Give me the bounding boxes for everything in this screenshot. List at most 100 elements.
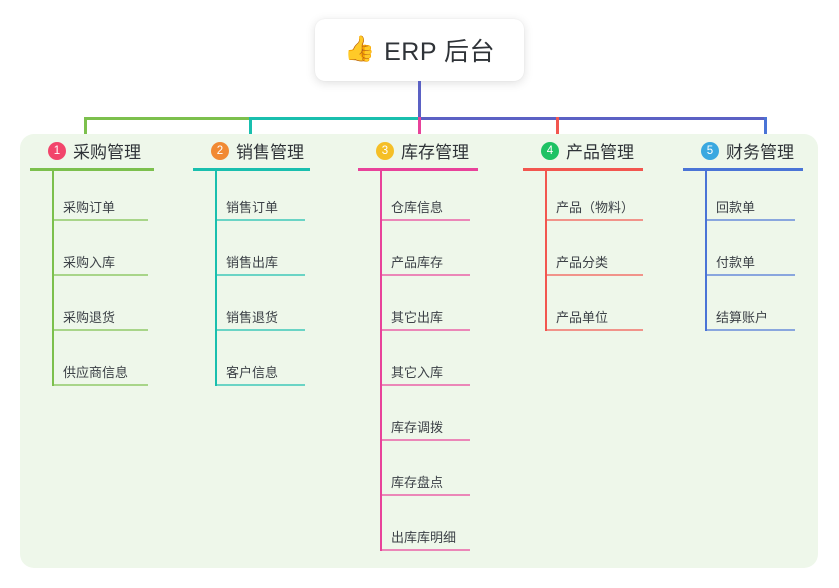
- branch-item-label: 产品库存: [391, 255, 444, 270]
- branch-column-4: 4 产品管理产品（物料） 产品分类产品单位: [523, 134, 673, 335]
- branch-item[interactable]: 回款单: [683, 170, 818, 225]
- branch-title: 产品管理: [566, 143, 634, 162]
- branch-spine: [545, 170, 547, 331]
- branch-item-underline: [380, 494, 470, 496]
- branch-spine: [380, 170, 382, 551]
- branch-item[interactable]: 结算账户: [683, 280, 818, 335]
- branch-item[interactable]: 供应商信息: [30, 335, 180, 390]
- branch-item-underline: [215, 274, 305, 276]
- branch-items: 销售订单销售出库销售退货客户信息: [193, 170, 343, 390]
- branch-header-4[interactable]: 4 产品管理: [523, 134, 673, 167]
- branch-item[interactable]: 出库库明细: [358, 500, 508, 555]
- branch-item[interactable]: 销售订单: [193, 170, 343, 225]
- drop-connector-2: [249, 117, 252, 141]
- branch-item-underline: [705, 219, 795, 221]
- branch-title: 财务管理: [726, 143, 794, 162]
- branch-item-underline: [52, 274, 148, 276]
- branch-header-3[interactable]: 3 库存管理: [358, 134, 508, 167]
- branch-item-underline: [380, 384, 470, 386]
- branch-underline: [523, 168, 643, 171]
- branch-item-underline: [215, 219, 305, 221]
- branch-title: 库存管理: [401, 143, 469, 162]
- branch-item-underline: [545, 329, 643, 331]
- root-node[interactable]: 👍 ERP 后台: [315, 19, 524, 81]
- branch-column-3: 3 库存管理仓库信息产品库存其它出库其它入库库存调拨库存盘点出库库明细: [358, 134, 508, 555]
- branch-spine: [215, 170, 217, 386]
- branch-title: 销售管理: [236, 143, 304, 162]
- branch-item-label: 回款单: [716, 200, 756, 215]
- branch-item-underline: [380, 549, 470, 551]
- branch-item[interactable]: 采购入库: [30, 225, 180, 280]
- branch-item-underline: [705, 329, 795, 331]
- branch-item[interactable]: 仓库信息: [358, 170, 508, 225]
- branch-item-underline: [52, 384, 148, 386]
- branch-item[interactable]: 付款单: [683, 225, 818, 280]
- branch-number-badge: 4: [541, 141, 559, 160]
- branch-item[interactable]: 采购订单: [30, 170, 180, 225]
- branch-underline: [358, 168, 478, 171]
- branch-item-underline: [52, 329, 148, 331]
- branch-items: 仓库信息产品库存其它出库其它入库库存调拨库存盘点出库库明细: [358, 170, 508, 555]
- branch-item-label: 产品（物料）: [556, 200, 635, 215]
- branch-item[interactable]: 其它出库: [358, 280, 508, 335]
- branch-item[interactable]: 库存调拨: [358, 390, 508, 445]
- branch-header-5[interactable]: 5 财务管理: [683, 134, 818, 167]
- branch-item-label: 仓库信息: [391, 200, 444, 215]
- branch-item-underline: [545, 274, 643, 276]
- branch-item-underline: [52, 219, 148, 221]
- branch-item-label: 销售订单: [226, 200, 279, 215]
- branch-spine: [52, 170, 54, 386]
- branch-item-label: 客户信息: [226, 365, 279, 380]
- branch-header-2[interactable]: 2 销售管理: [193, 134, 343, 167]
- branch-item[interactable]: 客户信息: [193, 335, 343, 390]
- branch-item-label: 销售出库: [226, 255, 279, 270]
- branch-item-label: 其它出库: [391, 310, 444, 325]
- branch-number-badge: 2: [211, 141, 229, 160]
- branch-underline: [683, 168, 803, 171]
- branch-item[interactable]: 销售出库: [193, 225, 343, 280]
- branch-item-label: 结算账户: [716, 310, 769, 325]
- branch-items: 产品（物料） 产品分类产品单位: [523, 170, 673, 335]
- branch-item-underline: [215, 329, 305, 331]
- branch-number-badge: 1: [48, 141, 66, 160]
- branch-items: 采购订单采购入库采购退货供应商信息: [30, 170, 180, 390]
- branch-item[interactable]: 产品（物料）: [523, 170, 673, 225]
- branch-number-badge: 5: [701, 141, 719, 160]
- branch-item[interactable]: 销售退货: [193, 280, 343, 335]
- branch-item-underline: [380, 274, 470, 276]
- branch-item[interactable]: 产品分类: [523, 225, 673, 280]
- bus-segment-3: [418, 117, 766, 120]
- branch-item-underline: [380, 219, 470, 221]
- branch-item-label: 付款单: [716, 255, 756, 270]
- branch-item-label: 采购入库: [63, 255, 116, 270]
- root-title: ERP 后台: [384, 38, 496, 66]
- branch-item[interactable]: 产品库存: [358, 225, 508, 280]
- branch-column-2: 2 销售管理销售订单销售出库销售退货客户信息: [193, 134, 343, 390]
- drop-connector-4: [556, 117, 559, 141]
- branch-item-label: 采购订单: [63, 200, 116, 215]
- thumbs-up-icon: 👍: [343, 34, 376, 63]
- branch-item[interactable]: 采购退货: [30, 280, 180, 335]
- branch-item[interactable]: 其它入库: [358, 335, 508, 390]
- branch-number-badge: 3: [376, 141, 394, 160]
- branch-item-underline: [545, 219, 643, 221]
- bus-segment-2: [249, 117, 419, 120]
- bus-segment-1: [84, 117, 250, 120]
- branch-underline: [30, 168, 154, 171]
- branch-item-label: 产品单位: [556, 310, 609, 325]
- trunk-connector: [418, 81, 421, 119]
- branch-item-underline: [380, 329, 470, 331]
- branch-item[interactable]: 库存盘点: [358, 445, 508, 500]
- branch-item[interactable]: 产品单位: [523, 280, 673, 335]
- drop-connector-3: [418, 117, 421, 141]
- branch-spine: [705, 170, 707, 331]
- branch-item-underline: [215, 384, 305, 386]
- drop-connector-1: [84, 117, 87, 141]
- branch-items: 回款单付款单结算账户: [683, 170, 818, 335]
- branch-item-label: 其它入库: [391, 365, 444, 380]
- branch-item-underline: [705, 274, 795, 276]
- branch-item-label: 库存调拨: [391, 420, 444, 435]
- branch-item-label: 库存盘点: [391, 475, 444, 490]
